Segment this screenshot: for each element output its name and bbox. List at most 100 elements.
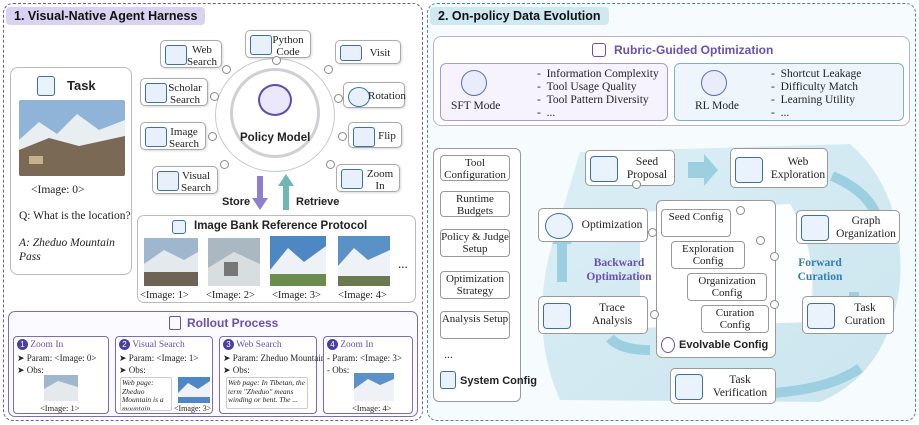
connector-dot [222, 65, 231, 74]
node-trace-analysis: Trace Analysis [538, 296, 648, 334]
evolvable-seed-config: Seed Config [661, 209, 731, 237]
step-2-obs-image [178, 377, 210, 403]
rollout-step-2: 2 Visual Search ➤ Param: <Image: 1> ➤ Ob… [115, 336, 213, 414]
rl-item-3: - Learning Utility [771, 94, 856, 106]
rollout-icon [169, 316, 181, 330]
connector-dot [220, 160, 229, 169]
evolvable-curation-config: Curation Config [701, 305, 769, 333]
bank-image-4 [338, 236, 390, 286]
rl-item-4: - ... [771, 107, 790, 119]
task-image [19, 100, 125, 176]
sft-item-1: - Information Complexity [537, 68, 659, 80]
sft-item-4: - ... [537, 107, 556, 119]
evolvable-config-card: Seed Config Exploration Config Organizat… [656, 200, 776, 358]
rl-mode-box: RL Mode - Shortcut Leakage - Difficulty … [674, 63, 904, 121]
step-3-param: ➤ Param: Zheduo Mountain [223, 353, 326, 363]
step-1-param: ➤ Param: <Image: 0> [17, 353, 97, 363]
step-1-obs: ➤ Obs: [17, 365, 44, 375]
task-card: Task <Image: 0> Q: What is the location?… [10, 67, 132, 275]
scholar-icon [145, 83, 167, 103]
config-analysis-setup: Analysis Setup [440, 311, 510, 339]
system-config-card: Tool Configuration Runtime Budgets Polic… [433, 148, 537, 402]
config-runtime-budgets: Runtime Budgets [440, 191, 510, 217]
connector-dot [648, 228, 657, 237]
step-4-obs: - Obs: [327, 365, 350, 375]
node-task-curation: Task Curation [802, 296, 894, 334]
funnel-icon [807, 303, 835, 329]
rubric-card: Rubric-Guided Optimization SFT Mode - In… [433, 36, 910, 126]
web-exploration-icon [735, 157, 763, 183]
tool-scholar-search: Scholar Search [140, 78, 208, 106]
step-3-obs-text: Web page: In Tibetan, the term "Zheduo" … [226, 377, 308, 409]
right-panel-title: 2. On-policy Data Evolution [430, 7, 609, 25]
task-question: Q: What is the location? [19, 210, 131, 222]
step-4-obs-img-label: <Image: 4> [352, 403, 392, 413]
step-4-param: - Param: <Image: 3> [327, 353, 402, 363]
step-4-obs-image [354, 373, 394, 401]
code-icon [250, 35, 272, 55]
policy-model-label: Policy Model [240, 132, 311, 144]
image-search-icon [145, 127, 167, 147]
tool-rotation: Rotation [343, 82, 406, 108]
evolvable-icon [661, 337, 675, 353]
step-2-obs-text: Web page: Zheduo Mountain is a mountain … [120, 377, 172, 411]
rl-icon [701, 70, 727, 96]
sft-item-3: - Tool Pattern Diversity [537, 94, 649, 106]
connector-dot [324, 65, 333, 74]
connector-dot [272, 56, 281, 65]
task-image-tag: <Image: 0> [31, 184, 85, 196]
step-1-header: 1 Zoom In [17, 339, 63, 350]
step-4-header: 4 Zoom In [327, 339, 373, 350]
node-task-verification: Task Verification [670, 368, 776, 404]
seed-icon [590, 156, 618, 182]
connector-dot [338, 132, 347, 141]
tool-web-search: Web Search [160, 40, 222, 68]
connector-dot [770, 300, 779, 309]
rl-mode-label: RL Mode [695, 100, 739, 112]
tool-visual-search: Visual Search [152, 166, 218, 194]
brain-icon [258, 84, 292, 116]
connector-dot [770, 252, 779, 261]
bank-label-3: <Image: 3> [272, 290, 321, 301]
tool-visit: Visit [335, 40, 401, 64]
step-2-param: ➤ Param: <Image: 1> [119, 353, 199, 363]
bank-more: ... [398, 256, 408, 271]
sft-item-2: - Tool Usage Quality [537, 81, 637, 93]
tool-image-search: Image Search [140, 122, 206, 150]
database-icon [172, 220, 186, 234]
retrieve-label: Retrieve [296, 196, 340, 208]
connector-dot [736, 206, 745, 215]
connector-dot [632, 180, 641, 189]
tool-zoom-in: Zoom In [336, 164, 400, 192]
node-seed-proposal: Seed Proposal [585, 150, 675, 186]
web-search-icon [165, 45, 187, 65]
retrieve-arrow [278, 174, 294, 210]
task-answer: A: Zheduo Mountain Pass [19, 237, 115, 263]
bank-image-1 [144, 238, 198, 286]
node-optimization: Optimization [538, 208, 648, 242]
image-bank-card: Image Bank Reference Protocol ... <Image… [137, 215, 416, 303]
rollout-step-3: 3 Web Search ➤ Param: Zheduo Mountain ➤ … [219, 336, 325, 414]
rollout-step-4: 4 Zoom In - Param: <Image: 3> - Obs: <Im… [323, 336, 413, 414]
bank-image-2 [208, 238, 260, 286]
store-arrow [252, 176, 268, 210]
optimization-icon [545, 213, 573, 239]
tool-python-code: Python Code [245, 30, 311, 58]
step-2-obs: ➤ Obs: [119, 365, 146, 375]
zoom-in-icon [341, 169, 363, 189]
task-title: Task [67, 78, 96, 93]
rollout-card: Rollout Process 1 Zoom In ➤ Param: <Imag… [8, 311, 418, 417]
flip-icon [353, 127, 375, 147]
bank-label-2: <Image: 2> [206, 290, 255, 301]
sft-mode-label: SFT Mode [451, 100, 501, 112]
store-label: Store [222, 196, 251, 208]
rl-item-1: - Shortcut Leakage [771, 68, 862, 80]
visual-search-icon [157, 171, 179, 191]
step-2-header: 2 Visual Search [119, 339, 185, 350]
sft-icon [461, 70, 487, 96]
rotation-icon [348, 87, 370, 107]
image-bank-title: Image Bank Reference Protocol [194, 220, 368, 232]
system-config-icon [440, 371, 456, 389]
backward-optimization-label: Backward Optimization [586, 257, 652, 283]
trace-icon [543, 303, 571, 329]
